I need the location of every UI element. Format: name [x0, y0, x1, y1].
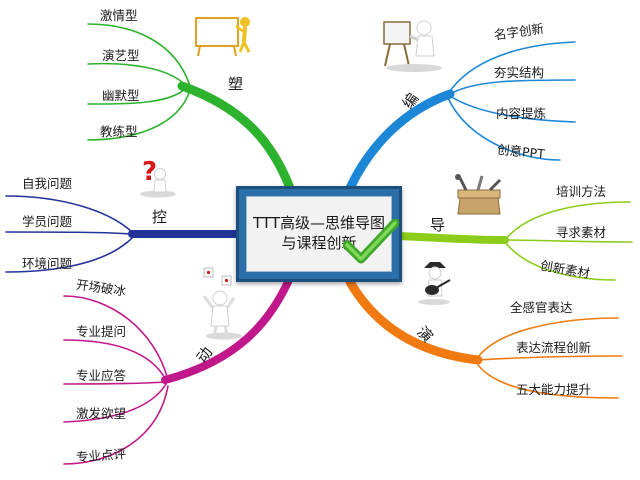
leaf-kong-1: 学员问题	[22, 214, 73, 229]
leaf-line-kong-1	[5, 231, 133, 235]
branch-su: 塑 激情型 演艺型 幽默型 教练型	[87, 8, 295, 193]
question-mark-figure-icon: ?	[140, 157, 176, 198]
toolbox-icon	[455, 174, 502, 215]
leaf-bian-2: 内容提炼	[496, 106, 546, 121]
leaf-yan-0: 全感官表达	[510, 300, 573, 315]
center-node: TTT高级—思维导图与课程创新	[236, 186, 402, 282]
leaf-su-3: 教练型	[100, 124, 138, 139]
leaf-line-dao-1	[504, 239, 633, 243]
branch-bian: 编 名字创新 夯实结构 内容提炼 创意PPT	[345, 21, 576, 193]
branch-bian-line	[345, 89, 455, 193]
leaf-line-su-0	[87, 23, 191, 87]
leaf-kong-0: 自我问题	[22, 176, 73, 191]
leaf-line-kong-0	[5, 195, 135, 235]
leaf-line-bian-3	[447, 97, 561, 161]
leaf-dong-2: 专业应答	[76, 368, 127, 383]
leaf-su-0: 激情型	[100, 8, 138, 23]
leaf-line-bian-2	[449, 95, 576, 123]
leaf-yan-1: 表达流程创新	[516, 340, 591, 355]
leaf-kong-2: 环境问题	[22, 256, 73, 271]
leaf-line-su-1	[87, 62, 187, 87]
branch-dong: 动 开场破冰 专业提问 专业应答 激发欲望 专业点评	[63, 277, 292, 465]
easel-figure-icon	[383, 20, 442, 72]
leaf-bian-1: 夯实结构	[494, 65, 544, 80]
leaf-dong-4: 专业点评	[76, 446, 127, 464]
leaf-bian-3: 创意PPT	[496, 142, 545, 162]
branch-dao-line	[396, 232, 509, 244]
leaf-line-su-2	[87, 87, 187, 105]
guitar-player-figure-icon	[418, 262, 451, 305]
leaf-line-kong-2	[5, 235, 135, 273]
leaf-dong-0: 开场破冰	[75, 277, 127, 299]
center-node-inner: TTT高级—思维导图与课程创新	[246, 196, 399, 272]
branch-dao-label: 导	[430, 216, 445, 234]
checkmark-icon	[343, 219, 399, 264]
whiteboard-figure-icon	[195, 17, 251, 57]
leaf-dao-2: 创新素材	[539, 258, 591, 281]
branch-kong-label: 控	[152, 208, 167, 226]
leaf-dao-1: 寻求素材	[556, 225, 606, 240]
dice-juggler-figure-icon	[202, 267, 242, 340]
leaf-line-su-3	[87, 89, 191, 141]
leaf-line-dong-0	[63, 295, 169, 381]
leaf-line-bian-0	[447, 41, 576, 95]
leaf-dao-0: 培训方法	[556, 184, 606, 199]
leaf-su-1: 演艺型	[102, 48, 140, 63]
branch-yan: 演 全感官表达 表达流程创新 五大能力提升	[345, 277, 623, 399]
leaf-line-dong-4	[63, 385, 169, 465]
leaf-yan-2: 五大能力提升	[516, 382, 591, 397]
leaf-line-dao-2	[504, 241, 616, 281]
branch-kong: 控 自我问题 学员问题 环境问题	[5, 176, 244, 273]
leaf-line-dong-1	[63, 339, 167, 381]
leaf-su-2: 幽默型	[102, 88, 140, 103]
leaf-line-dong-2	[63, 381, 165, 385]
leaf-line-yan-2	[475, 361, 619, 399]
leaf-dong-3: 激发欲望	[76, 406, 126, 421]
branch-dong-line	[161, 278, 292, 384]
center-title: TTT高级—思维导图与课程创新	[253, 214, 385, 252]
branch-su-line	[177, 81, 295, 193]
leaf-line-dong-3	[63, 383, 167, 423]
leaf-bian-0: 名字创新	[493, 21, 545, 43]
branch-yan-line	[345, 277, 483, 365]
leaf-line-yan-0	[475, 317, 619, 361]
branch-su-label: 塑	[228, 75, 243, 93]
leaf-line-dao-0	[504, 201, 631, 241]
svg-text:?: ?	[142, 157, 157, 187]
leaf-dong-1: 专业提问	[76, 324, 126, 339]
leaf-line-yan-1	[477, 355, 623, 361]
leaf-line-bian-1	[449, 79, 576, 95]
